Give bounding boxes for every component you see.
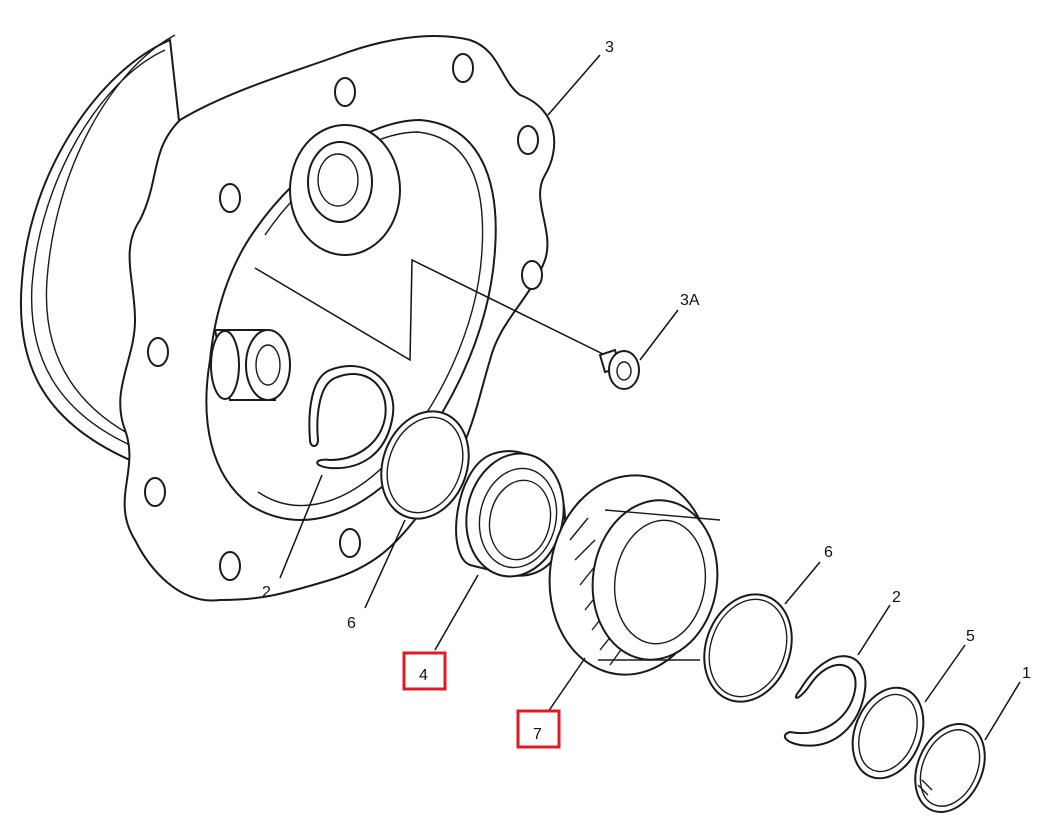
leader-6-left (364, 519, 406, 609)
assembly-line (254, 258, 606, 362)
callout-6-left: 6 (347, 615, 356, 632)
bolt-part-3a (598, 348, 640, 390)
leader-2-left (279, 474, 323, 579)
callout-7: 7 (533, 726, 542, 743)
retaining-ring-part-1 (914, 723, 986, 813)
callout-2-right: 2 (892, 589, 901, 606)
snap-ring-part-2-left (308, 365, 395, 470)
leader-5 (924, 644, 966, 703)
callout-3: 3 (605, 39, 614, 56)
snap-ring-part-2-right (783, 655, 867, 747)
leader-3 (547, 54, 601, 116)
leader-6-right (784, 561, 821, 605)
highlight-box-7 (516, 709, 561, 749)
callout-4: 4 (419, 667, 428, 684)
highlight-box-4 (402, 651, 447, 691)
gear-part-7 (548, 474, 721, 676)
seal-ring-part-6-left (380, 410, 470, 520)
seal-ring-part-6-right (703, 593, 793, 703)
callout-1: 1 (1022, 665, 1031, 682)
washer-part-5 (851, 686, 925, 780)
leader-1 (984, 681, 1021, 741)
leader-3a (639, 309, 679, 361)
leader-7 (547, 657, 586, 713)
callout-2-left: 2 (262, 584, 271, 601)
bearing-part-4 (455, 450, 567, 578)
leader-2-right (857, 604, 891, 656)
callout-5: 5 (966, 628, 975, 645)
leader-4 (434, 574, 479, 651)
callout-3a: 3A (680, 292, 700, 309)
callout-6-right: 6 (824, 544, 833, 561)
